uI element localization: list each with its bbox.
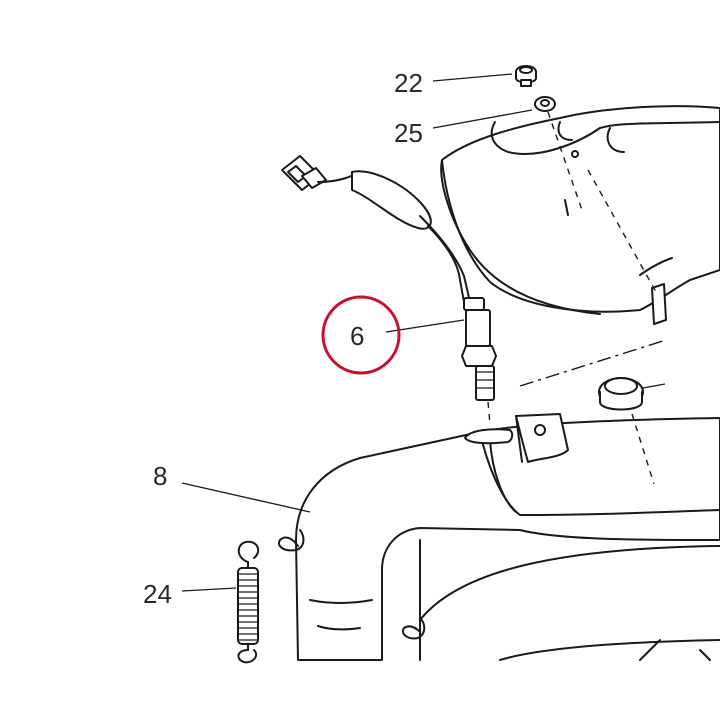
callout-6: 6	[350, 321, 364, 351]
callout-24: 24	[143, 579, 172, 609]
highlight-circle	[321, 295, 401, 375]
callout-8: 8	[153, 461, 167, 491]
spring-hooks	[278, 529, 426, 640]
exhaust-pipe	[295, 417, 720, 661]
sensor-mount-boss	[515, 413, 569, 463]
assembly-lines	[487, 111, 667, 485]
oxygen-sensor	[281, 155, 497, 401]
rubber-grommet	[598, 377, 666, 411]
bolt-and-washer	[515, 65, 556, 112]
callout-25: 25	[394, 118, 423, 148]
tension-spring	[237, 540, 260, 664]
cover-panel	[440, 105, 720, 315]
callout-22: 22	[394, 68, 423, 98]
